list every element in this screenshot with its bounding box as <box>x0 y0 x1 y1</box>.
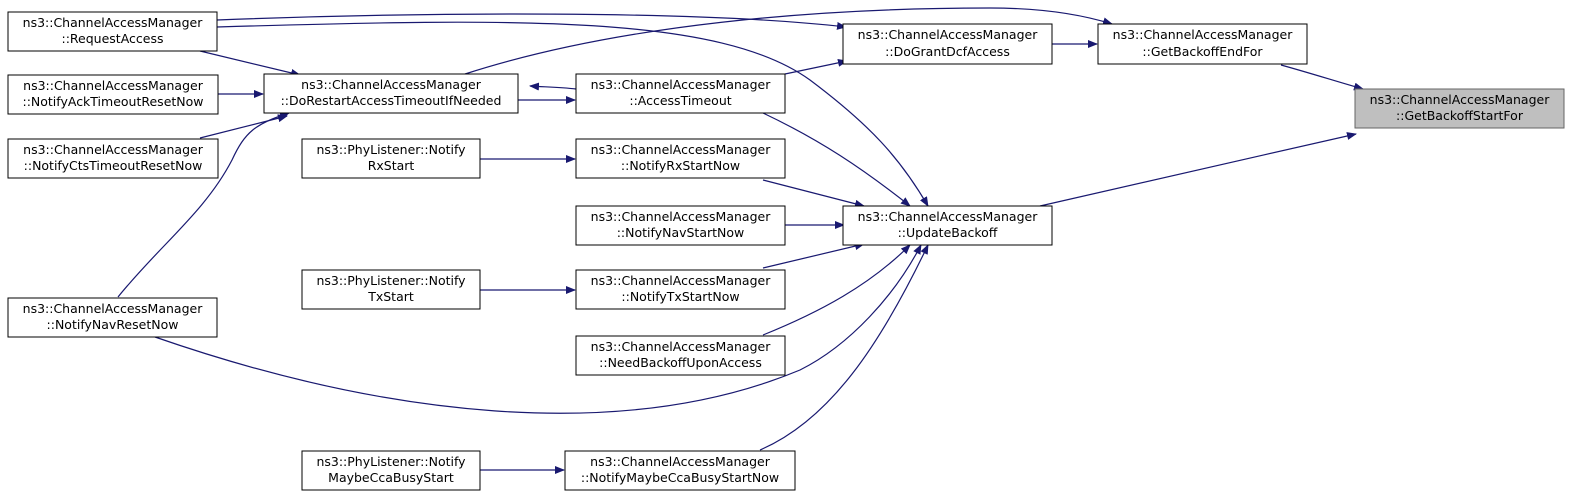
node-label-line2: MaybeCcaBusyStart <box>328 470 454 485</box>
node-get-backoff-end-for[interactable]: ns3::ChannelAccessManager ::GetBackoffEn… <box>1097 23 1308 65</box>
node-label-line2: ::NotifyNavResetNow <box>47 317 179 332</box>
node-label-line2: ::RequestAccess <box>62 31 164 46</box>
edge-notifycts-to-restart <box>199 114 288 139</box>
node-label-line2: ::UpdateBackoff <box>898 225 998 240</box>
node-notify-nav-start-now[interactable]: ns3::ChannelAccessManager ::NotifyNavSta… <box>575 205 786 246</box>
node-notify-rx-start-now[interactable]: ns3::ChannelAccessManager ::NotifyRxStar… <box>575 138 786 179</box>
edge-accesstimeout-to-grantdcf <box>784 58 848 75</box>
node-label-line2: ::NotifyAckTimeoutResetNow <box>22 94 203 109</box>
edge-ccabusy-to-updatebackoff <box>759 244 929 451</box>
node-notify-cts-timeout-reset-now[interactable]: ns3::ChannelAccessManager ::NotifyCtsTim… <box>7 138 219 179</box>
node-label-line2: ::NotifyTxStartNow <box>621 289 739 304</box>
edge-requestaccess-to-updatebackoff <box>216 21 929 207</box>
node-label-line2: ::NeedBackoffUponAccess <box>599 355 762 370</box>
node-label-line1: ns3::ChannelAccessManager <box>858 209 1039 224</box>
node-label-line2: ::NotifyCtsTimeoutResetNow <box>24 158 203 173</box>
node-label-line2: ::GetBackoffEndFor <box>1142 44 1263 59</box>
node-label-line1: ns3::ChannelAccessManager <box>591 142 772 157</box>
node-label-line1: ns3::ChannelAccessManager <box>301 77 482 92</box>
edge-requestaccess-to-grantdcf <box>216 13 847 30</box>
node-label-line1: ns3::ChannelAccessManager <box>23 142 204 157</box>
node-notify-maybe-cca-busy-start-now[interactable]: ns3::ChannelAccessManager ::NotifyMaybeC… <box>564 450 796 491</box>
edge-navreset-to-updatebackoff <box>154 244 922 414</box>
edge-backoffend-to-backoffstart <box>1280 64 1364 91</box>
node-label-line2: ::DoRestartAccessTimeoutIfNeeded <box>281 93 502 108</box>
node-notify-tx-start-now[interactable]: ns3::ChannelAccessManager ::NotifyTxStar… <box>575 269 786 310</box>
node-label-line1: ns3::ChannelAccessManager <box>590 454 771 469</box>
node-label-line1: ns3::PhyListener::Notify <box>316 454 466 469</box>
edge-notifyrx-to-updatebackoff <box>762 179 865 208</box>
edge-navreset-to-restart <box>117 111 290 298</box>
node-label-line1: ns3::ChannelAccessManager <box>591 273 772 288</box>
node-update-backoff[interactable]: ns3::ChannelAccessManager ::UpdateBackof… <box>842 205 1053 246</box>
node-notify-ack-timeout-reset-now[interactable]: ns3::ChannelAccessManager ::NotifyAckTim… <box>7 74 219 115</box>
edge-accesstimeout-to-restart <box>529 82 577 91</box>
node-label-line2: RxStart <box>368 158 415 173</box>
node-do-grant-dcf-access[interactable]: ns3::ChannelAccessManager ::DoGrantDcfAc… <box>842 23 1053 65</box>
node-label-line2: TxStart <box>367 289 414 304</box>
node-label-line2: ::GetBackoffStartFor <box>1396 108 1524 123</box>
nodes: ns3::ChannelAccessManager ::RequestAcces… <box>7 11 1565 491</box>
node-label-line1: ns3::ChannelAccessManager <box>591 77 772 92</box>
node-label-line1: ns3::ChannelAccessManager <box>23 301 204 316</box>
node-request-access[interactable]: ns3::ChannelAccessManager ::RequestAcces… <box>7 11 218 52</box>
edge-accesstimeout-to-updatebackoff <box>762 112 911 207</box>
node-label-line2: ::AccessTimeout <box>629 93 731 108</box>
node-label-line1: ns3::PhyListener::Notify <box>316 273 466 288</box>
edges <box>117 7 1364 474</box>
node-phy-notify-maybe-cca-busy-start[interactable]: ns3::PhyListener::Notify MaybeCcaBusySta… <box>301 450 481 491</box>
edge-restart-to-backoffend <box>464 7 1113 75</box>
node-label-line2: ::DoGrantDcfAccess <box>885 44 1010 59</box>
node-notify-nav-reset-now[interactable]: ns3::ChannelAccessManager ::NotifyNavRes… <box>7 297 218 338</box>
node-label-line1: ns3::ChannelAccessManager <box>23 15 204 30</box>
node-need-backoff-upon-access[interactable]: ns3::ChannelAccessManager ::NeedBackoffU… <box>575 335 786 376</box>
node-label-line1: ns3::ChannelAccessManager <box>591 209 772 224</box>
edge-updatebackoff-to-backoffstart <box>1039 132 1357 207</box>
edge-notifytx-to-updatebackoff <box>762 242 865 269</box>
node-phy-notify-rx-start[interactable]: ns3::PhyListener::Notify RxStart <box>301 138 481 179</box>
node-label-line2: ::NotifyRxStartNow <box>621 158 740 173</box>
node-label-line1: ns3::ChannelAccessManager <box>1370 92 1551 107</box>
node-label-line2: ::NotifyMaybeCcaBusyStartNow <box>581 470 779 485</box>
node-label-line1: ns3::ChannelAccessManager <box>591 339 772 354</box>
node-label-line1: ns3::ChannelAccessManager <box>23 78 204 93</box>
node-phy-notify-tx-start[interactable]: ns3::PhyListener::Notify TxStart <box>301 269 481 310</box>
edge-needbackoff-to-updatebackoff <box>762 244 911 336</box>
node-label-line1: ns3::ChannelAccessManager <box>1113 27 1294 42</box>
node-label-line2: ::NotifyNavStartNow <box>617 225 745 240</box>
node-label-line1: ns3::PhyListener::Notify <box>316 142 466 157</box>
node-do-restart-access-timeout[interactable]: ns3::ChannelAccessManager ::DoRestartAcc… <box>263 73 519 114</box>
node-label-line1: ns3::ChannelAccessManager <box>858 27 1039 42</box>
node-access-timeout[interactable]: ns3::ChannelAccessManager ::AccessTimeou… <box>575 73 786 114</box>
edge-requestaccess-to-restart <box>199 50 301 77</box>
node-get-backoff-start-for[interactable]: ns3::ChannelAccessManager ::GetBackoffSt… <box>1354 88 1565 129</box>
